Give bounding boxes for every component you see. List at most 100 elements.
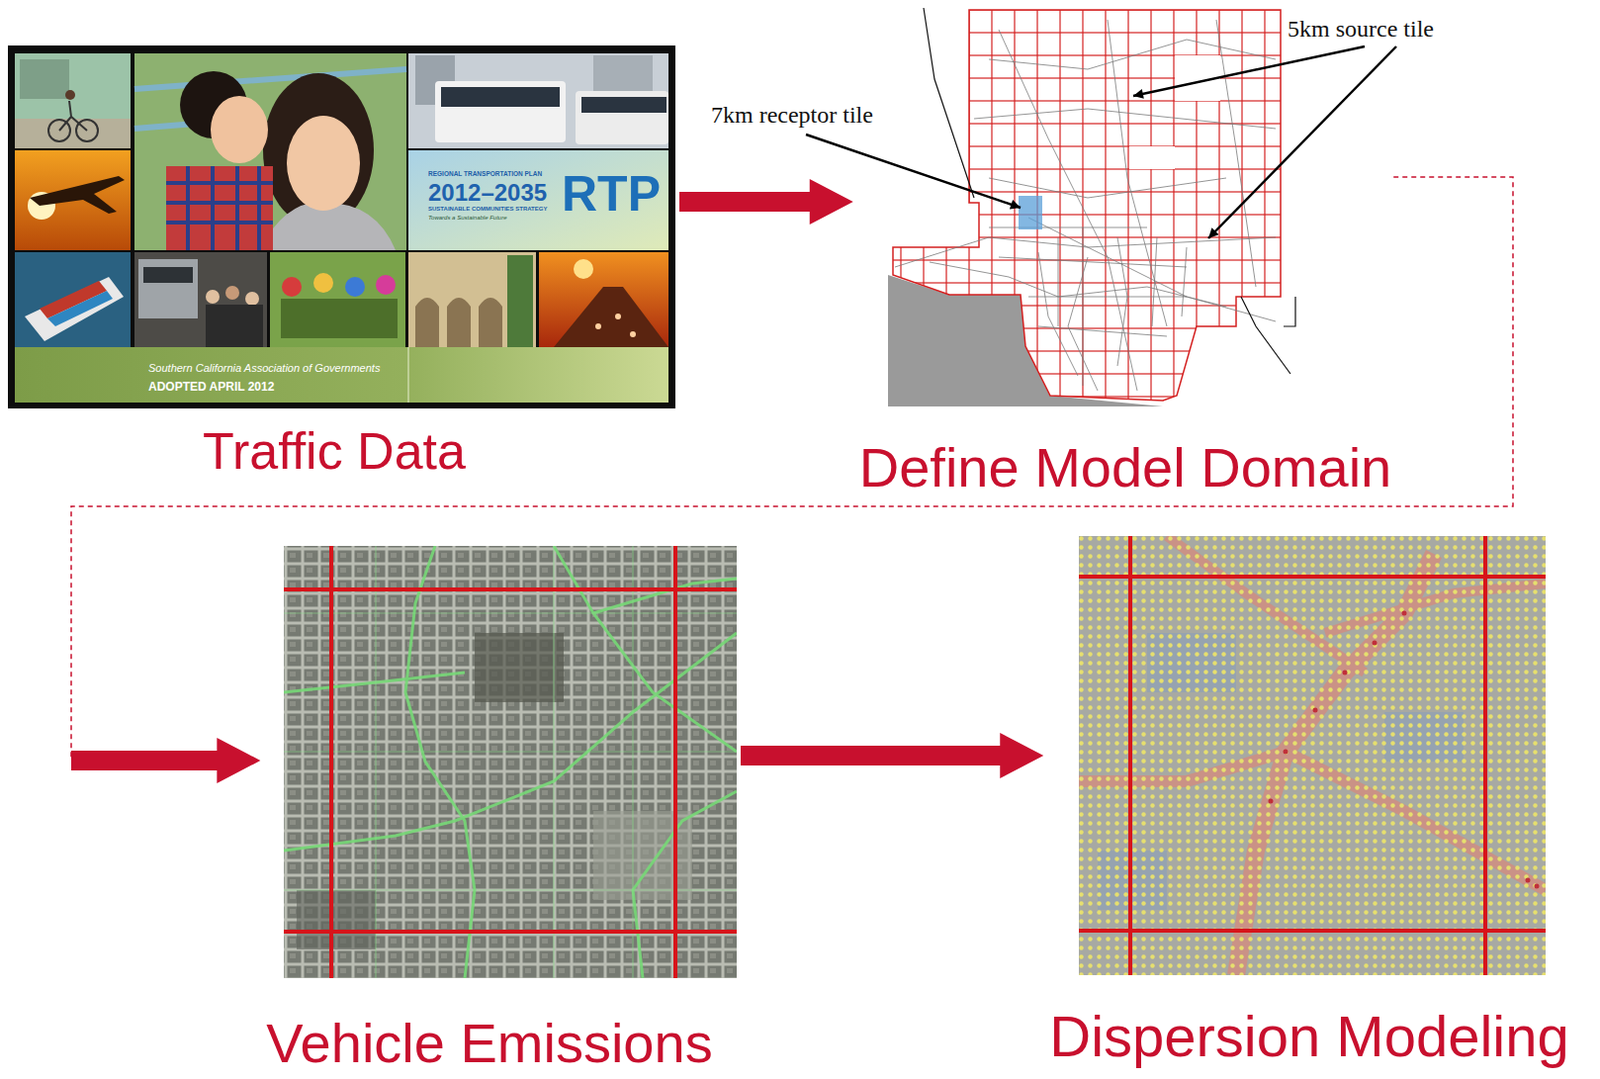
- road-network-part: [1117, 237, 1128, 366]
- building-photo-part: [415, 297, 503, 348]
- dispersion-map-part-part: [1313, 708, 1319, 713]
- block-arrow: [740, 732, 1044, 779]
- aerial-photo-part-part: [283, 545, 737, 978]
- dispersion-map-part-part: [1525, 878, 1531, 884]
- aerial-photo-part-part: [553, 545, 737, 752]
- train-photo-part: [205, 304, 264, 348]
- cover-band: [14, 347, 669, 403]
- cover-years: 2012–2035: [428, 178, 547, 207]
- family-photo-part: [134, 53, 407, 251]
- aerial-photo-part-part: [632, 791, 737, 978]
- kids-photo-part: [375, 274, 396, 295]
- panel-caption: Traffic Data: [202, 425, 466, 477]
- plane-photo-part: [29, 176, 125, 214]
- aerial-photo-part: [283, 545, 737, 978]
- cover-frame: [7, 45, 676, 409]
- aerial-photo-part: [283, 545, 737, 978]
- aerial-photo-part-part: [593, 578, 737, 614]
- family-photo-part: [166, 166, 273, 251]
- dispersion-map-part: [1268, 611, 1540, 889]
- traffic-photo-part: [595, 323, 602, 330]
- panel-caption: Define Model Domain: [859, 440, 1392, 496]
- ship-photo-part: [47, 290, 113, 327]
- plane-photo: [14, 150, 131, 251]
- dispersion-map-part: [1078, 535, 1546, 976]
- aerial-photo-part-part: [283, 672, 465, 693]
- county-boundary: [1241, 296, 1296, 374]
- tile-grid: [892, 9, 1281, 401]
- cyclist-photo: [14, 53, 131, 149]
- map-callout: 5km source tile: [1287, 15, 1434, 44]
- leader-arrow: [1208, 46, 1397, 239]
- bus-photo-part: [581, 96, 667, 113]
- road-network-part: [1107, 19, 1167, 327]
- family-photo: [134, 53, 407, 251]
- cyclist-photo-part: [14, 118, 131, 149]
- traffic-photo: [538, 252, 669, 348]
- dispersion-map-part-part: [1268, 799, 1274, 804]
- ship-photo: [14, 252, 131, 348]
- dispersion-map: [1078, 535, 1546, 976]
- bus-photo-part: [441, 87, 560, 107]
- dashed-connector: [71, 177, 1513, 761]
- aerial-photo-part-part: [283, 632, 737, 851]
- road-network-part: [1216, 19, 1256, 287]
- flow-arrow: [71, 177, 1513, 784]
- bus-photo-part: [593, 55, 653, 95]
- block-arrow: [679, 178, 854, 225]
- building-photo-part: [507, 255, 534, 348]
- county-boundary: [923, 7, 975, 198]
- kids-photo: [269, 252, 406, 348]
- kids-photo-part: [281, 276, 302, 297]
- kids-photo-part: [313, 272, 334, 293]
- dispersion-map-part-part: [1534, 884, 1540, 889]
- train-photo-part: [225, 285, 240, 300]
- train-photo: [134, 252, 267, 348]
- traffic-data-panel: Traffic Data: [7, 45, 676, 481]
- cover-strategy: SUSTAINABLE COMMUNITIES STRATEGY: [428, 205, 547, 213]
- train-photo-part: [143, 266, 193, 283]
- dispersion-map-part-part: [1283, 749, 1289, 755]
- cover-divider: [408, 347, 410, 403]
- vehicle-emissions-panel: Vehicle Emissions: [264, 545, 737, 1075]
- dispersion-map-part: [1078, 535, 1546, 976]
- panel-caption: Vehicle Emissions: [266, 1015, 712, 1071]
- bus-photo-part: [408, 53, 669, 149]
- train-photo-part: [205, 289, 220, 304]
- family-photo-part: [166, 166, 273, 251]
- cover-title: RTP: [561, 166, 661, 224]
- family-photo-part: [210, 95, 268, 164]
- road-network-part: [988, 177, 1227, 198]
- cover-publisher: Southern California Association of Gover…: [148, 361, 380, 375]
- cover-title-panel: [408, 150, 669, 251]
- bus-photo-part: [575, 90, 669, 145]
- dispersion-map-part: [1078, 535, 1546, 976]
- cover-tagline: Towards a Sustainable Future: [428, 214, 508, 222]
- kids-photo-part: [345, 276, 365, 297]
- aerial-photo-part: [283, 545, 737, 978]
- traffic-photo-part: [573, 259, 594, 279]
- traffic-photo-part: [629, 331, 636, 338]
- aerial-photo-part: [283, 545, 737, 978]
- train-photo-part: [138, 259, 198, 319]
- report-cover: [7, 45, 676, 409]
- panel-caption: Dispersion Modeling: [1049, 1007, 1569, 1066]
- aerial-photo: [283, 545, 737, 978]
- bus-photo: [408, 53, 669, 149]
- road-network-part: [1058, 227, 1187, 386]
- dispersion-panel: Dispersion Modeling: [1047, 535, 1571, 1069]
- flow-arrow: [740, 732, 1044, 779]
- kids-photo-part: [280, 298, 398, 339]
- dispersion-map-part-part: [1342, 670, 1348, 676]
- map-callout: 7km receptor tile: [711, 101, 874, 130]
- train-photo-part: [134, 252, 267, 348]
- road-network-part: [894, 237, 1276, 267]
- aerial-photo-part: [296, 889, 376, 950]
- road-network-part: [929, 262, 1227, 307]
- flow-arrow: [679, 178, 854, 225]
- traffic-photo-part: [615, 313, 622, 320]
